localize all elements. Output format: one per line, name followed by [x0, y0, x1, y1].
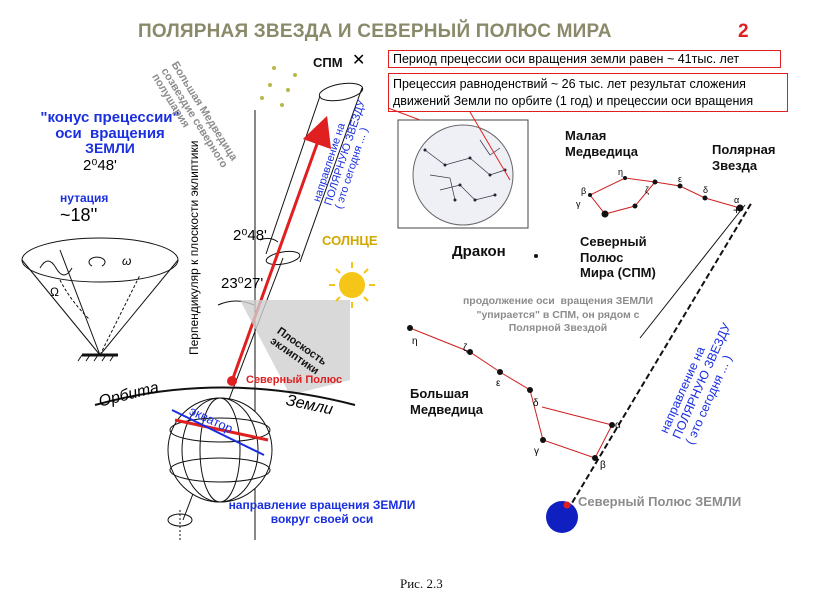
angle-arc-2	[259, 237, 279, 243]
star-letter: α	[615, 420, 621, 431]
polaris-label: Полярная Звезда	[712, 142, 776, 173]
polaris-pointer-line	[639, 204, 746, 339]
equinox-precession-box: Прецессия равноденствий ~ 26 тыс. лет ре…	[388, 73, 788, 112]
star-letter: η	[618, 167, 624, 177]
star-letter: ζ	[463, 343, 468, 354]
earth-north-pole-dot	[563, 501, 571, 509]
axis-continuation-label: продолжение оси вращения ЗЕМЛИ "упираетс…	[462, 295, 654, 335]
draco-star	[534, 254, 538, 258]
angle-bottom: 23⁰27'	[221, 275, 264, 292]
spm-label: СПМ	[313, 55, 343, 70]
north-pole-dot	[227, 376, 237, 386]
nutation-value: ~18''	[60, 205, 98, 225]
star-letter: δ	[533, 398, 539, 409]
equinox-line-2: движений Земли по орбите (1 год) и преце…	[393, 94, 754, 108]
callout-line	[469, 111, 511, 181]
page-title: ПОЛЯРНАЯ ЗВЕЗДА И СЕВЕРНЫЙ ПОЛЮС МИРА	[138, 21, 612, 42]
figure-caption: Рис. 2.3	[400, 576, 443, 591]
rotation-direction-label: направление вращения ЗЕМЛИ вокруг своей …	[228, 498, 416, 526]
draco-label: Дракон	[452, 243, 506, 260]
cone-angle: 2⁰48'	[83, 157, 117, 174]
north-pole-label: Северный Полюс	[246, 374, 343, 386]
axis-continuation-line	[562, 201, 753, 519]
star-letter: δ	[703, 185, 709, 195]
star-chart-inset	[397, 119, 529, 229]
spm-cross-icon: +	[733, 203, 740, 217]
earth-north-pole-label: Северный Полюс ЗЕМЛИ	[578, 494, 742, 509]
precession-cone-sketch	[21, 237, 179, 362]
perpendicular-label: Перпендикуляр к плоскости эклиптики	[187, 140, 201, 355]
sun-icon	[329, 262, 375, 308]
precession-period-box: Период прецессии оси вращения земли раве…	[388, 50, 781, 68]
big-omega-symbol: Ω	[50, 285, 59, 299]
nutation-label: нутация	[60, 191, 109, 205]
north-celestial-pole-label: Северный Полюс Мира (СПМ)	[580, 234, 656, 281]
star-letter: ζ	[645, 185, 649, 195]
ecliptic-plane	[240, 300, 350, 395]
star-letter: γ	[576, 199, 581, 209]
equinox-line-1: Прецессия равноденствий ~ 26 тыс. лет ре…	[393, 77, 746, 91]
spm-cross-icon: ✕	[352, 52, 366, 69]
figure-number: 2	[738, 21, 749, 42]
earth-sphere-icon	[546, 501, 578, 533]
earth-globe	[167, 397, 273, 503]
cone-title-3: ЗЕМЛИ	[85, 140, 135, 156]
callout-line	[387, 107, 421, 121]
star-letter: α	[734, 195, 740, 205]
omega-symbol: ω	[122, 254, 132, 268]
polaris-direction-arrow	[230, 115, 332, 382]
little-dipper-label: Малая Медведица	[565, 128, 638, 159]
star-letter: ε	[496, 378, 501, 389]
big-dipper-constellation	[407, 325, 615, 461]
big-dipper-label: Большая Медведица	[410, 386, 483, 417]
rotation-arrow-icon	[167, 510, 193, 540]
angle-top: 2⁰48'	[233, 227, 267, 244]
cone-title-2: оси вращения	[55, 125, 165, 142]
orbit-arc	[94, 386, 356, 406]
sun-label: СОЛНЦЕ	[322, 233, 378, 248]
dipper-dots	[260, 66, 297, 107]
star-letter: ε	[678, 174, 683, 184]
star-letter: β	[600, 460, 606, 471]
star-letter: β	[581, 186, 587, 196]
cone-title: "конус прецессии"	[40, 109, 180, 126]
star-letter: η	[412, 336, 418, 347]
star-letter: γ	[534, 446, 539, 457]
little-dipper-constellation	[588, 176, 744, 218]
